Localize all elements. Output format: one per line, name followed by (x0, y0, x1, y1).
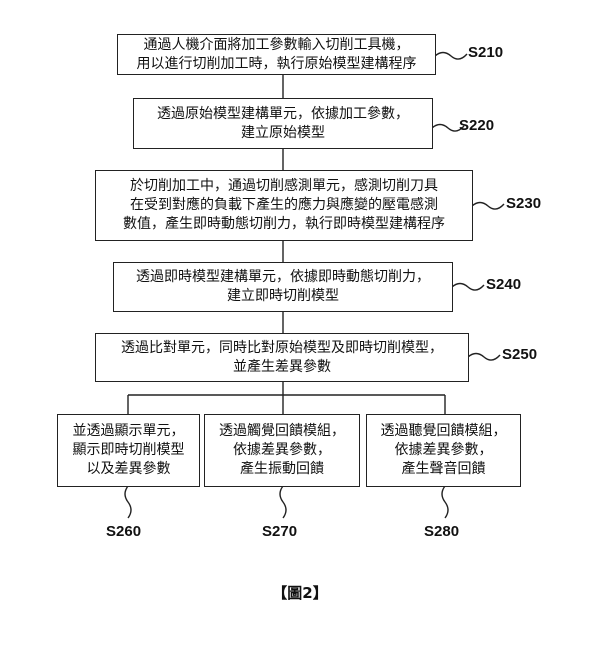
leader-s220 (431, 123, 465, 132)
step-text-line: 以及差異參數 (86, 461, 171, 477)
step-box-s250: 透過比對單元，同時比對原始模型及即時切削模型， 並產生差異參數 (95, 333, 469, 382)
leader-s240 (451, 282, 485, 291)
step-text-line: 產生聲音回饋 (401, 461, 486, 477)
step-label-s210: S210 (468, 44, 504, 61)
step-text-line: 產生振動回饋 (240, 461, 324, 477)
step-text-line: 依據差異參數， (233, 442, 331, 458)
step-box-s240: 透過即時模型建構單元，依據即時動態切削力， 建立即時切削模型 (113, 262, 453, 312)
step-text-line: 在受到對應的負載下產生的應力與應變的壓電感測 (130, 197, 438, 213)
step-text-line: 透過比對單元，同時比對原始模型及即時切削模型， (121, 339, 443, 356)
leader-s230 (471, 201, 505, 210)
step-label-s220: S220 (459, 117, 495, 134)
step-label-s250: S250 (502, 346, 538, 363)
leader-s280 (441, 485, 449, 519)
step-text-line: 建立即時切削模型 (227, 288, 339, 304)
step-box-s260: 並透過顯示單元， 顯示即時切削模型 以及差異參數 (57, 414, 200, 487)
step-text-line: 於切削加工中，通過切削感測單元，感測切削刀具 (130, 178, 438, 194)
leader-s260 (124, 485, 132, 519)
step-label-s240: S240 (486, 276, 522, 293)
step-box-s270: 透過觸覺回饋模組， 依據差異參數， 產生振動回饋 (204, 414, 360, 487)
step-text-line: 透過即時模型建構單元，依據即時動態切削力， (136, 269, 430, 285)
step-text-line: 顯示即時切削模型 (72, 442, 185, 458)
leader-s270 (279, 485, 287, 519)
step-text-line: 並透過顯示單元， (72, 423, 185, 439)
step-text-line: 依據差異參數， (394, 442, 493, 458)
step-text-line: 透過觸覺回饋模組， (219, 423, 345, 439)
figure-caption: 【圖2】 (272, 584, 328, 602)
step-text-line: 透過原始模型建構單元，依據加工參數， (157, 105, 409, 122)
step-box-s210: 通過人機介面將加工參數輸入切削工具機， 用以進行切削加工時，執行原始模型建構程序 (117, 34, 436, 75)
step-text-line: 並產生差異參數 (233, 358, 331, 375)
step-text-line: 用以進行切削加工時，執行原始模型建構程序 (136, 55, 417, 72)
step-box-s230: 於切削加工中，通過切削感測單元，感測切削刀具 在受到對應的負載下產生的應力與應變… (95, 170, 473, 241)
step-label-s230: S230 (506, 195, 542, 212)
step-box-s280: 透過聽覺回饋模組， 依據差異參數， 產生聲音回饋 (366, 414, 521, 487)
step-text-line: 透過聽覺回饋模組， (380, 423, 507, 439)
step-text-line: 建立原始模型 (241, 124, 325, 141)
step-text-line: 通過人機介面將加工參數輸入切削工具機， (143, 36, 410, 53)
step-box-s220: 透過原始模型建構單元，依據加工參數， 建立原始模型 (133, 98, 433, 149)
step-label-s260: S260 (106, 523, 142, 540)
leader-s210 (434, 51, 468, 60)
leader-s250 (467, 352, 501, 361)
step-text-line: 數值，產生即時動態切削力，執行即時模型建構程序 (123, 216, 445, 232)
step-label-s280: S280 (424, 523, 460, 540)
step-label-s270: S270 (262, 523, 298, 540)
